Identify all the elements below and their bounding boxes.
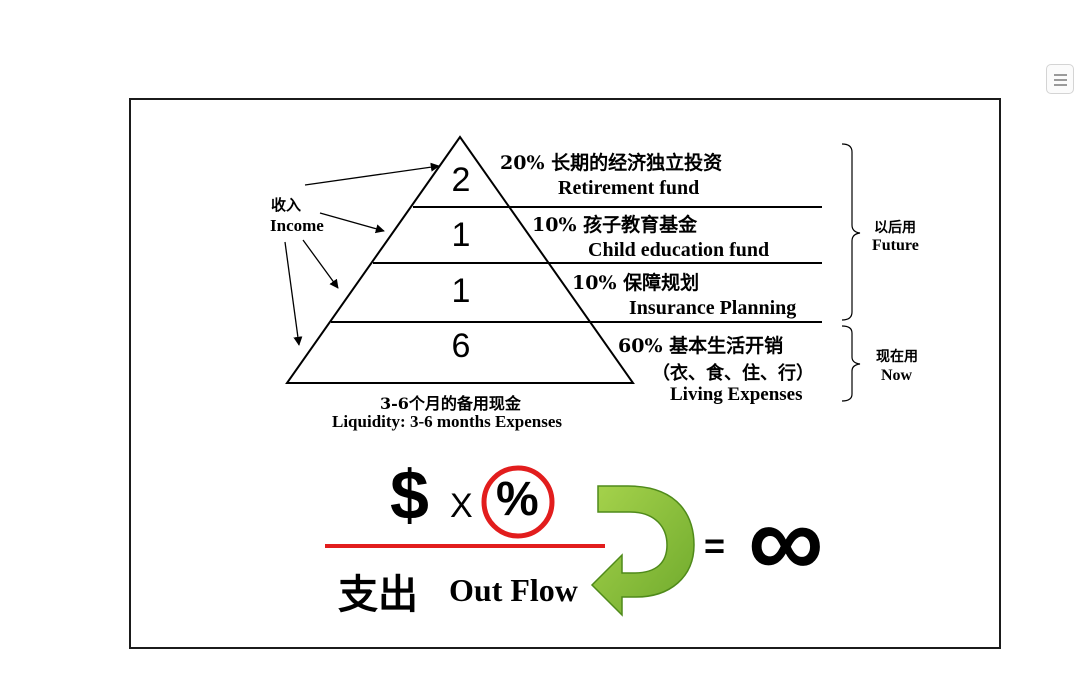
tier-number-education: 1 bbox=[451, 216, 471, 254]
green-loop-arrow bbox=[590, 485, 695, 617]
infinity-symbol: ∞ bbox=[748, 482, 824, 600]
now-label-en: Now bbox=[881, 367, 913, 384]
tier-label-living-sub: （衣、食、住、行） bbox=[652, 363, 814, 384]
now-label-cn: 现在用 bbox=[876, 349, 918, 365]
liquidity-label-en: Liquidity: 3-6 months Expenses bbox=[332, 412, 563, 431]
now-brace bbox=[841, 325, 861, 402]
tier-label-insurance-en: Insurance Planning bbox=[629, 297, 797, 319]
tier-label-insurance-cn: 10% 保障规划 bbox=[572, 272, 700, 294]
income-arrow-4 bbox=[284, 241, 303, 346]
income-arrow-2 bbox=[319, 212, 385, 234]
tier-label-living-en: Living Expenses bbox=[670, 384, 803, 405]
outflow-label-cn: 支出 bbox=[338, 571, 418, 618]
dollar-symbol: $ bbox=[390, 456, 429, 534]
future-label-en: Future bbox=[872, 237, 919, 254]
outflow-label-en: Out Flow bbox=[449, 572, 578, 608]
percent-circle bbox=[481, 465, 555, 539]
income-arrow-3 bbox=[302, 239, 339, 289]
menu-icon-line bbox=[1054, 79, 1067, 81]
income-label-cn: 收入 bbox=[271, 196, 302, 214]
percent-symbol: % bbox=[496, 473, 539, 526]
times-symbol: X bbox=[450, 487, 473, 525]
future-label-cn: 以后用 bbox=[874, 220, 916, 236]
pyramid-outline bbox=[285, 135, 635, 384]
tier-label-education-en: Child education fund bbox=[588, 239, 770, 261]
menu-icon-line bbox=[1054, 74, 1067, 76]
income-label-en: Income bbox=[270, 216, 324, 235]
income-arrow-1 bbox=[304, 162, 440, 186]
future-brace bbox=[841, 143, 861, 321]
equals-symbol: = bbox=[704, 525, 726, 566]
tier-label-living-cn: 60% 基本生活开销 bbox=[618, 335, 784, 357]
menu-icon-line bbox=[1054, 84, 1067, 86]
tier-label-retirement-en: Retirement fund bbox=[558, 177, 700, 199]
tier-label-retirement-cn: 20% 长期的经济独立投资 bbox=[500, 152, 723, 174]
tier-number-living: 6 bbox=[451, 327, 471, 365]
liquidity-label-cn: 3-6个月的备用现金 bbox=[380, 394, 521, 413]
tier-number-retirement: 2 bbox=[451, 161, 471, 199]
tier-label-education-cn: 10% 孩子教育基金 bbox=[532, 214, 698, 236]
menu-button[interactable] bbox=[1046, 64, 1074, 94]
diagram-frame bbox=[129, 98, 1001, 649]
tier-number-insurance: 1 bbox=[451, 272, 471, 310]
